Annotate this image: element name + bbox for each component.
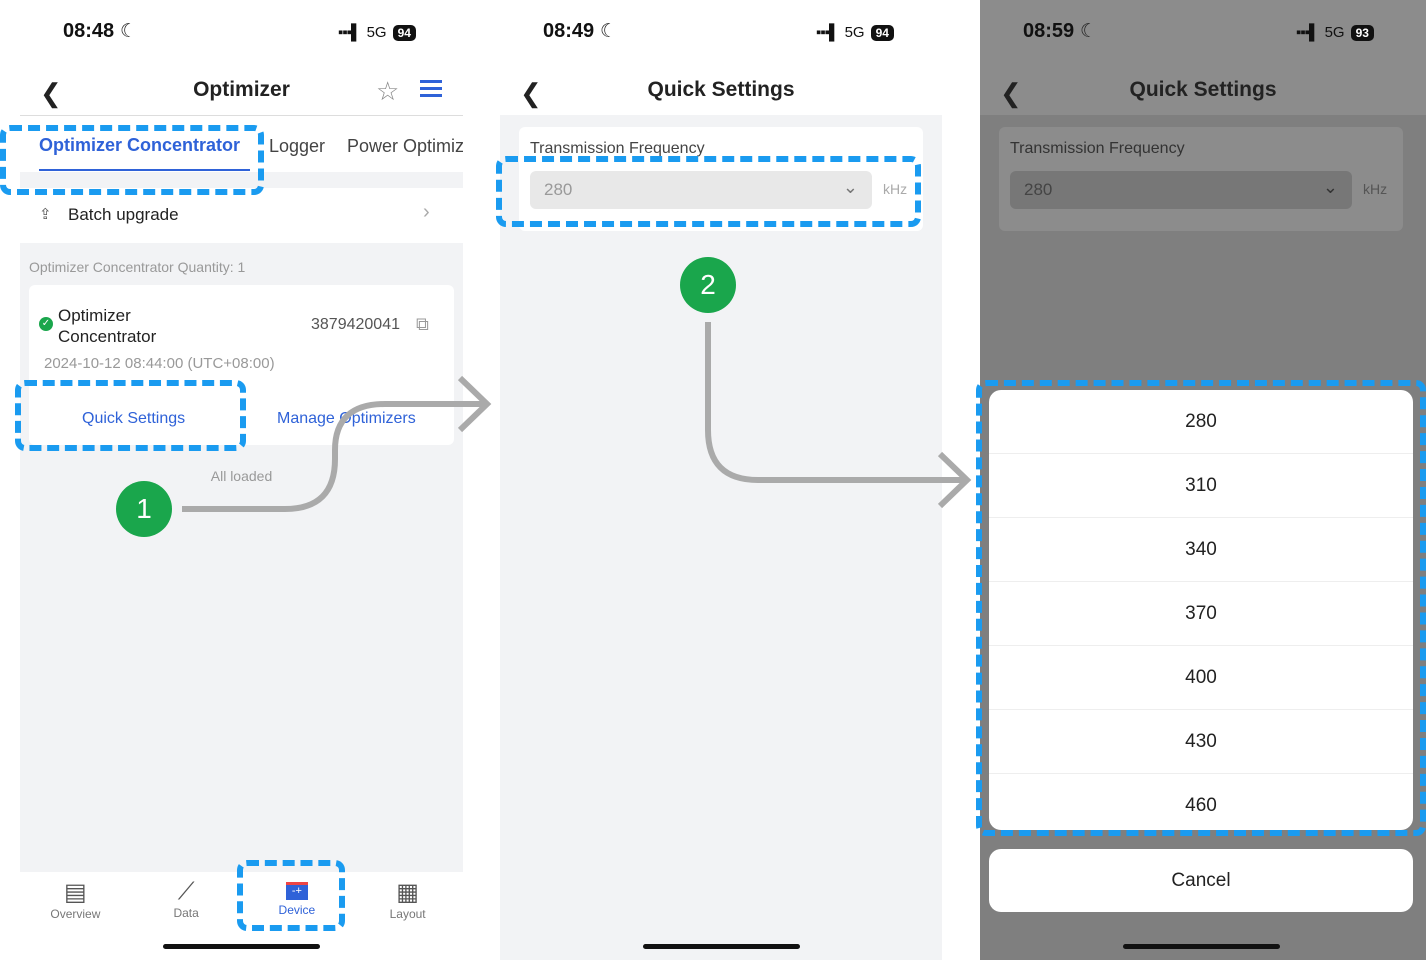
- option-400[interactable]: 400: [989, 646, 1413, 710]
- signal-icon: ▪▪▪▌: [1296, 24, 1320, 41]
- chevron-down-icon: ⌄: [1322, 177, 1338, 197]
- menu-icon[interactable]: [420, 80, 442, 97]
- back-button[interactable]: ❮: [1000, 78, 1022, 108]
- quick-settings-button[interactable]: Quick Settings: [82, 410, 186, 427]
- back-button[interactable]: ❮: [40, 78, 62, 108]
- nav-overview[interactable]: ▤Overview: [20, 872, 131, 960]
- layout-icon: ▦: [396, 879, 419, 906]
- option-430[interactable]: 430: [989, 710, 1413, 774]
- chevron-right-icon: ›: [423, 201, 430, 223]
- step-badge-1: 1: [116, 481, 172, 537]
- header: [20, 0, 463, 172]
- page-title: Optimizer: [193, 78, 290, 101]
- battery-device-icon: -+: [285, 882, 308, 900]
- option-370[interactable]: 370: [989, 582, 1413, 646]
- settings-card: Transmission Frequency 280 ⌄ kHz: [999, 127, 1403, 231]
- arrow-step-1: [182, 401, 485, 512]
- copy-icon[interactable]: ⧉: [416, 314, 429, 334]
- home-indicator: [163, 944, 320, 949]
- chevron-down-icon: ⌄: [842, 177, 858, 197]
- page-title: Quick Settings: [1129, 78, 1277, 101]
- page-title: Quick Settings: [647, 78, 795, 101]
- status-time: 08:59: [1023, 20, 1075, 42]
- option-280[interactable]: 280: [989, 390, 1413, 454]
- document-icon: ▤: [64, 879, 87, 906]
- home-indicator: [643, 944, 800, 949]
- network: 5G: [366, 24, 387, 41]
- chart-icon: ⟋: [177, 878, 195, 905]
- star-icon[interactable]: ☆: [376, 76, 400, 106]
- signal-icon: ▪▪▪▌: [338, 24, 362, 41]
- unit-label: kHz: [883, 181, 908, 197]
- moon-icon: ☾: [1080, 21, 1098, 42]
- option-340[interactable]: 340: [989, 518, 1413, 582]
- status-bar: ▪▪▪▌5G 94: [338, 24, 416, 41]
- upload-icon: ⇪: [39, 206, 52, 223]
- step-badge-2: 2: [680, 257, 736, 313]
- arrow-step-2: [705, 322, 965, 483]
- frequency-select[interactable]: 280 ⌄: [530, 171, 872, 209]
- tab-optimizer-concentrator[interactable]: Optimizer Concentrator: [39, 135, 241, 155]
- nav-layout[interactable]: ▦Layout: [352, 872, 463, 960]
- all-loaded-text: All loaded: [210, 468, 273, 484]
- signal-icon: ▪▪▪▌: [816, 24, 840, 41]
- cancel-button[interactable]: Cancel: [989, 849, 1413, 912]
- field-label: Transmission Frequency: [530, 140, 705, 157]
- status-time: 08:49: [543, 20, 595, 42]
- device-serial: 3879420041: [311, 316, 400, 333]
- option-460[interactable]: 460: [989, 774, 1413, 830]
- tab-power-optimizer[interactable]: Power Optimiz: [347, 136, 463, 156]
- moon-icon: ☾: [120, 21, 138, 42]
- nav-data[interactable]: ⟋Data: [131, 872, 242, 960]
- batch-upgrade-row[interactable]: ⇪ Batch upgrade ›: [20, 188, 463, 243]
- batch-upgrade-label: Batch upgrade: [68, 205, 179, 224]
- moon-icon: ☾: [600, 21, 618, 42]
- back-button[interactable]: ❮: [520, 78, 542, 108]
- status-time: 08:48: [63, 20, 115, 42]
- battery: 94: [392, 24, 416, 41]
- settings-card: Transmission Frequency 280 ⌄ kHz: [519, 127, 923, 231]
- frequency-options-list: 280 310 340 370 400 430 460: [989, 390, 1413, 830]
- online-status-icon: ✓: [39, 317, 53, 331]
- nav-device[interactable]: -+Device: [242, 872, 353, 960]
- frequency-select[interactable]: 280 ⌄: [1010, 171, 1352, 209]
- tab-logger[interactable]: Logger: [269, 136, 326, 156]
- arrowhead-1: [457, 375, 492, 433]
- tab-indicator: [39, 169, 250, 171]
- option-310[interactable]: 310: [989, 454, 1413, 518]
- home-indicator: [1123, 944, 1280, 949]
- device-timestamp: 2024-10-12 08:44:00 (UTC+08:00): [44, 355, 275, 372]
- quantity-label: Optimizer Concentrator Quantity: 1: [29, 259, 246, 275]
- arrowhead-2: [937, 451, 972, 509]
